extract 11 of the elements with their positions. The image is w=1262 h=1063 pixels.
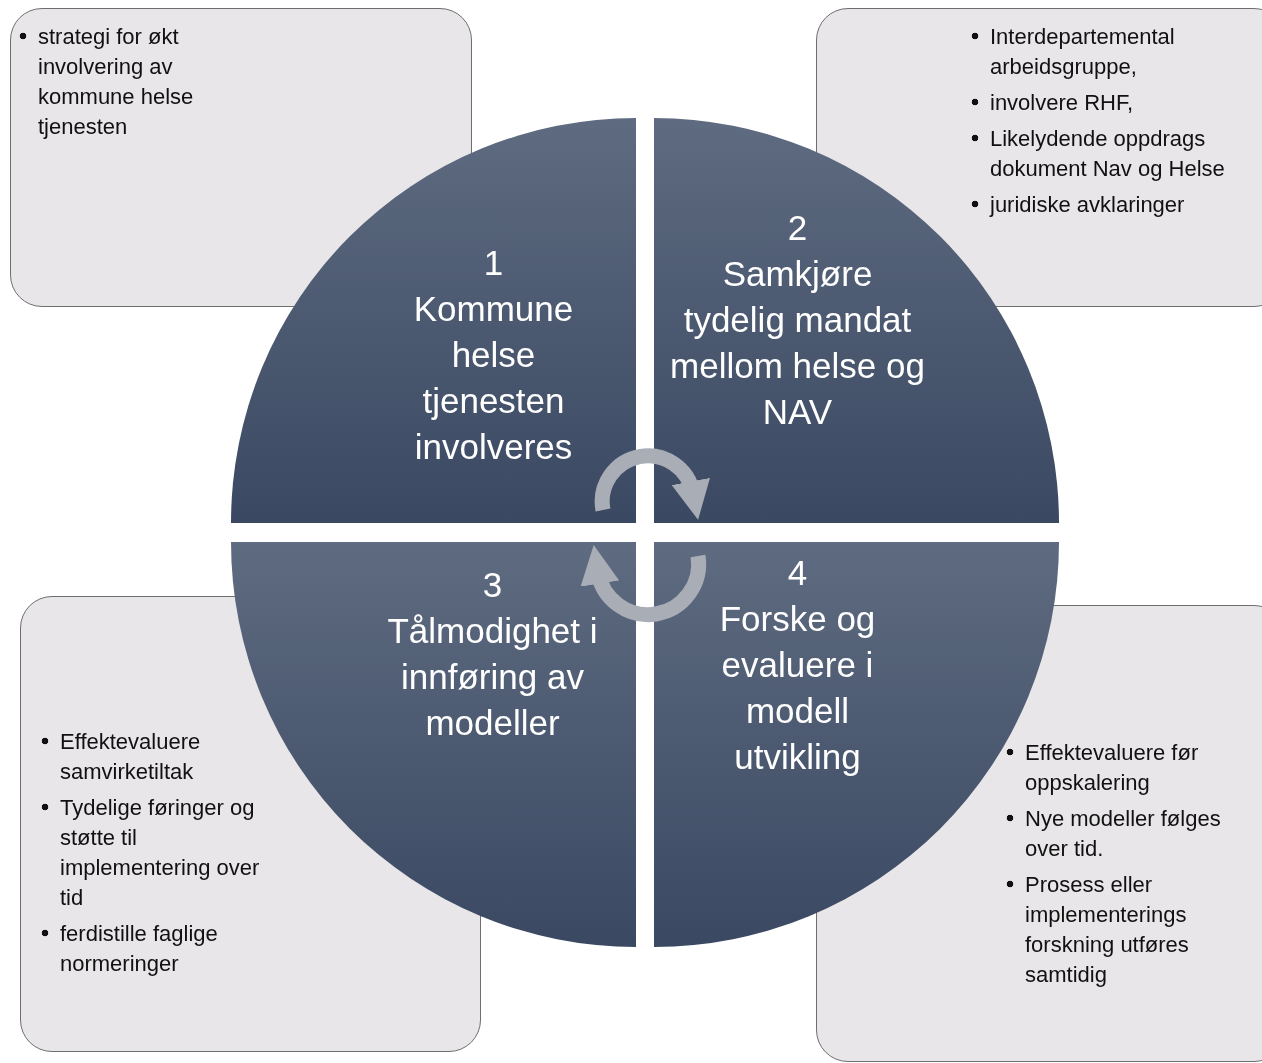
- step-number: 3: [481, 564, 504, 606]
- cycle-arrow: [594, 448, 709, 520]
- step-number: 4: [786, 552, 809, 594]
- step-title: Samkjøre tydelig mandat mellom helse og NAV: [670, 253, 925, 433]
- step-number: 1: [482, 242, 505, 284]
- cycle-arrow: [581, 545, 707, 623]
- step-title: Kommune helse tjenesten involveres: [412, 288, 575, 468]
- step-number: 2: [786, 207, 809, 249]
- step-title: Tålmodighet i innføring av modeller: [386, 610, 599, 744]
- step-title: Forske og evaluere i modell utvikling: [718, 598, 877, 778]
- quadrant-segment: [231, 118, 636, 523]
